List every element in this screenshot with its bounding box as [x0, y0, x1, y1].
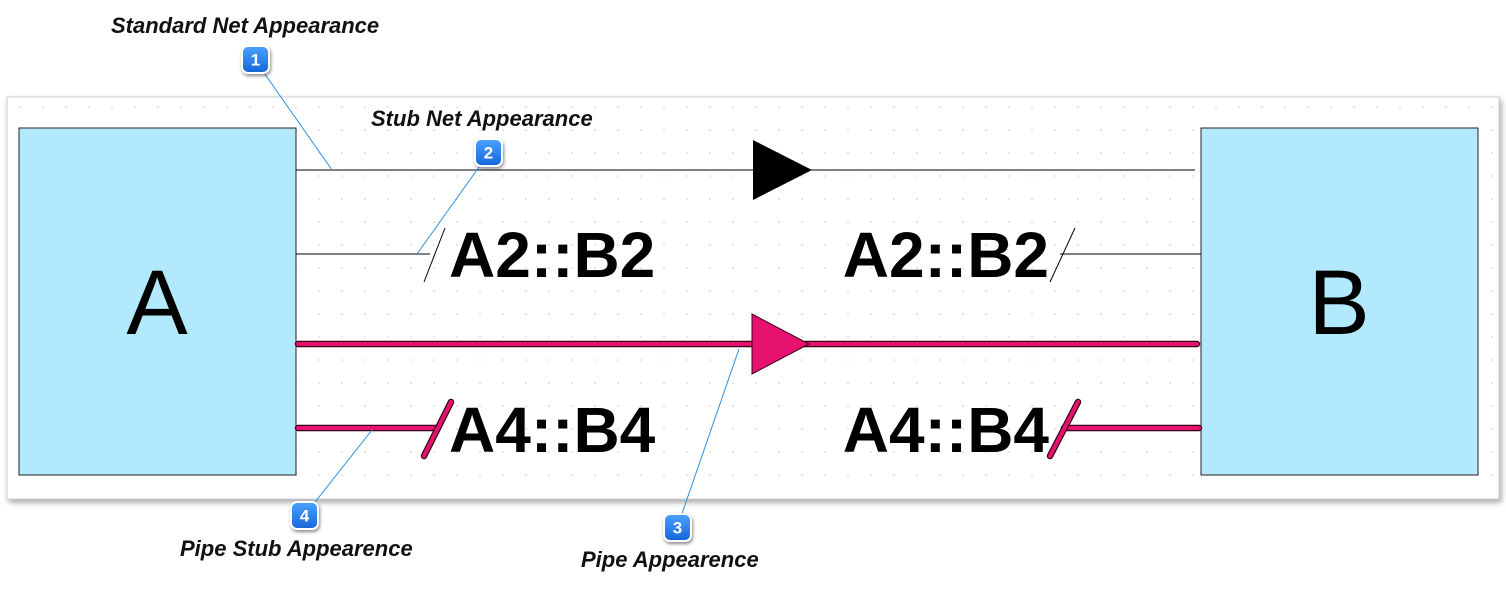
callout-3-label: Pipe Appearence	[581, 547, 759, 572]
stub-net-left-terminator	[423, 227, 446, 283]
callout-4-label: Pipe Stub Appearence	[180, 536, 413, 561]
callout-1-leader	[254, 59, 333, 171]
callout-2: Stub Net Appearance 2	[371, 106, 593, 255]
svg-text:2: 2	[484, 144, 493, 163]
block-a-body	[18, 127, 297, 476]
stub-net-right-terminator	[1049, 227, 1076, 283]
svg-text:1: 1	[251, 51, 260, 70]
callout-4-leader	[303, 429, 373, 517]
stub-net-right-label: A2::B2	[843, 219, 1049, 291]
block-a[interactable]: A	[18, 127, 297, 476]
pipe-net-direction-arrow	[751, 313, 811, 375]
callout-1-badge: 1	[241, 45, 270, 74]
block-b-body	[1200, 127, 1479, 476]
standard-net-direction-arrow	[753, 140, 812, 200]
callout-1-label: Standard Net Appearance	[111, 13, 379, 38]
callout-3-leader	[676, 348, 740, 529]
svg-text:4: 4	[300, 507, 310, 526]
block-a-label: A	[126, 252, 188, 354]
callout-1: Standard Net Appearance 1	[111, 13, 379, 171]
callout-4-badge: 4	[290, 501, 319, 530]
callout-3: Pipe Appearence 3	[581, 348, 759, 572]
standard-net[interactable]	[296, 140, 1195, 200]
block-b[interactable]: B	[1200, 127, 1479, 476]
callout-4: Pipe Stub Appearence 4	[180, 429, 413, 561]
callout-2-leader	[416, 152, 490, 255]
pipe-stub-right-terminator	[1048, 400, 1080, 458]
pipe-stub-left-terminator	[422, 400, 453, 458]
pipe-stub-net[interactable]: A4::B4 A4::B4	[294, 394, 1203, 466]
callout-3-badge: 3	[663, 513, 692, 542]
pipe-net[interactable]	[294, 313, 1201, 375]
block-b-label: B	[1308, 252, 1369, 354]
svg-text:3: 3	[673, 519, 682, 538]
callout-2-badge: 2	[474, 138, 503, 167]
stub-net-left-label: A2::B2	[449, 219, 655, 291]
stub-net[interactable]: A2::B2 A2::B2	[296, 219, 1201, 291]
callout-2-label: Stub Net Appearance	[371, 106, 593, 131]
pipe-stub-left-label: A4::B4	[449, 394, 656, 466]
pipe-stub-right-label: A4::B4	[843, 394, 1050, 466]
